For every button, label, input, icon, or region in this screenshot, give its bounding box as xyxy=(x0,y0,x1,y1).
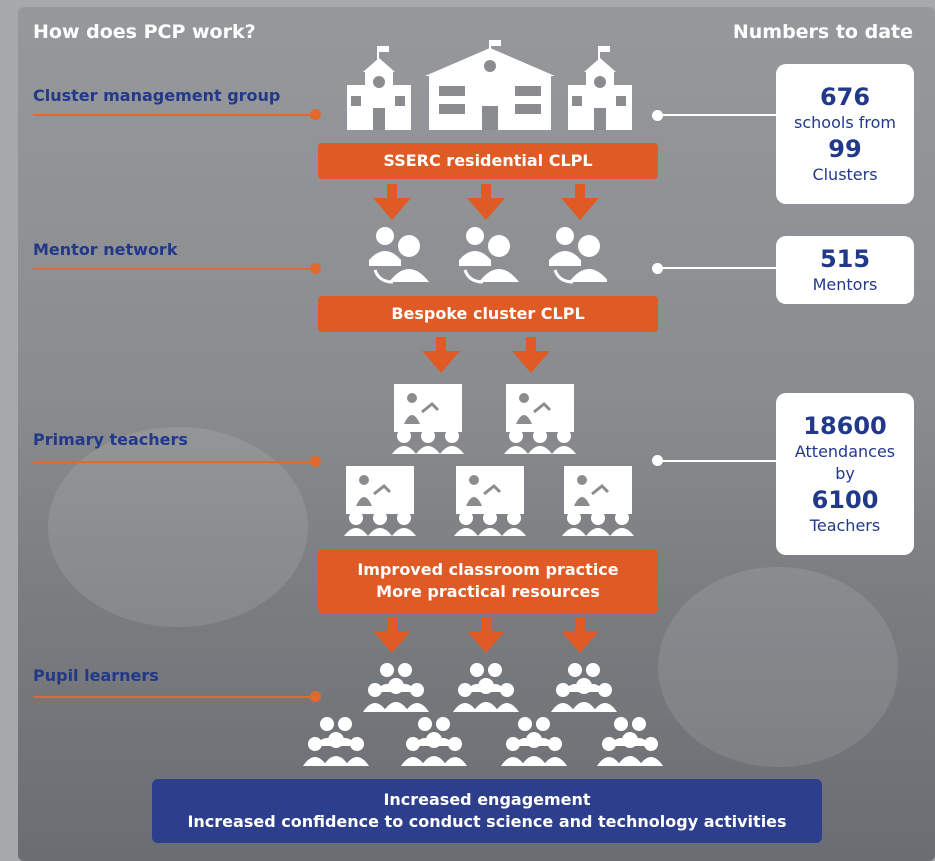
level-rule-dot xyxy=(310,456,321,467)
stat-connector-line xyxy=(660,114,780,116)
stat-schools-number: 676 xyxy=(819,83,871,111)
stat-connector-line xyxy=(660,267,780,269)
background-photo-shape xyxy=(658,567,898,767)
bar-sserc-residential: SSERC residential CLPL xyxy=(318,143,658,179)
level-label-pupil-learners: Pupil learners xyxy=(33,666,159,685)
down-arrow-icon xyxy=(373,184,411,220)
level-label-cluster-management: Cluster management group xyxy=(33,86,281,105)
level-rule-dot xyxy=(310,263,321,274)
bar-sserc-label: SSERC residential CLPL xyxy=(383,151,593,170)
stat-box-mentors: 515 Mentors xyxy=(776,236,914,304)
level-rule-dot xyxy=(310,691,321,702)
bar-improved-line1: Improved classroom practice xyxy=(357,560,619,579)
stat-connector-dot xyxy=(652,263,663,274)
bar-bespoke-cluster: Bespoke cluster CLPL xyxy=(318,296,658,332)
stat-box-schools: 676 schools from 99 Clusters xyxy=(776,64,914,204)
stat-teachers-text: Teachers xyxy=(809,516,881,535)
down-arrow-icon xyxy=(467,617,505,653)
teacher-presentation-icon xyxy=(342,382,636,538)
level-label-mentor-network: Mentor network xyxy=(33,240,178,259)
title-numbers-to-date: Numbers to date xyxy=(732,21,913,43)
bar-improved-practice: Improved classroom practice More practic… xyxy=(318,549,658,613)
stat-clusters-text: Clusters xyxy=(812,165,878,184)
level-rule xyxy=(33,461,313,463)
stat-mentors-text: Mentors xyxy=(812,275,878,294)
bar-outcome: Increased engagement Increased confidenc… xyxy=(152,779,822,843)
stat-connector-line xyxy=(660,460,780,462)
stat-attendances-number: 18600 xyxy=(803,412,887,440)
level-rule xyxy=(33,696,313,698)
down-arrow-icon xyxy=(512,337,550,373)
down-arrow-icon xyxy=(561,184,599,220)
down-arrow-icon xyxy=(373,617,411,653)
bar-outcome-line2: Increased confidence to conduct science … xyxy=(187,812,787,831)
bar-outcome-line1: Increased engagement xyxy=(383,790,591,809)
level-label-primary-teachers: Primary teachers xyxy=(33,430,188,449)
stat-schools-text: schools from xyxy=(794,113,896,132)
stat-box-teachers: 18600 Attendances by 6100 Teachers xyxy=(776,393,914,555)
stat-clusters-number: 99 xyxy=(828,135,862,163)
down-arrow-icon xyxy=(422,337,460,373)
bar-bespoke-label: Bespoke cluster CLPL xyxy=(391,304,585,323)
down-arrow-icon xyxy=(467,184,505,220)
pupil-group-icon xyxy=(303,663,663,766)
level-rule xyxy=(33,268,313,270)
title-how-does-pcp-work: How does PCP work? xyxy=(33,21,256,43)
school-building-icon xyxy=(347,40,632,130)
down-arrow-icon xyxy=(561,617,599,653)
stat-mentors-number: 515 xyxy=(819,245,871,273)
background-photo-shape xyxy=(48,427,308,627)
stat-connector-dot xyxy=(652,455,663,466)
bar-improved-line2: More practical resources xyxy=(376,582,600,601)
stat-teachers-number: 6100 xyxy=(811,486,879,514)
stat-connector-dot xyxy=(652,110,663,121)
level-rule-dot xyxy=(310,109,321,120)
stat-by-text: by xyxy=(835,464,855,483)
level-rule xyxy=(33,114,313,116)
stat-attendances-text: Attendances xyxy=(794,442,896,461)
mentor-group-icon xyxy=(369,227,607,284)
